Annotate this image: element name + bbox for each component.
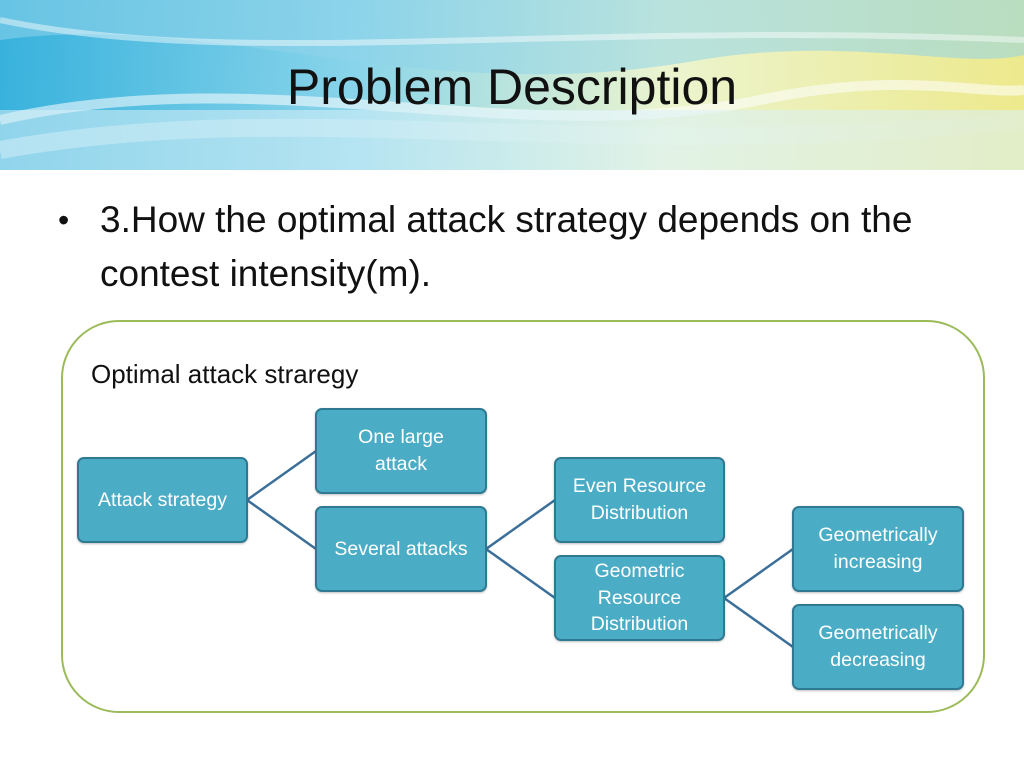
node-several-attacks: Several attacks	[315, 506, 487, 592]
diagram-title: Optimal attack straregy	[91, 359, 359, 389]
page-title: Problem Description	[286, 59, 738, 115]
node-geometrically-decreasing: Geometrically decreasing	[792, 604, 964, 690]
node-geometrically-increasing: Geometrically increasing	[792, 506, 964, 592]
node-one-large-attack: One large attack	[315, 408, 487, 494]
node-label: Geometrically increasing	[818, 524, 938, 573]
node-even-resource-distribution: Even Resource Distribution	[554, 457, 725, 543]
node-geometric-resource-distribution: Geometric Resource Distribution	[554, 555, 725, 641]
node-label: One large attack	[358, 426, 444, 475]
banner-decoration	[0, 0, 1024, 170]
node-label: Geometric Resource Distribution	[590, 559, 689, 636]
header-banner: Problem Description	[0, 0, 1024, 170]
node-label: Geometrically decreasing	[818, 622, 938, 671]
node-label: Attack strategy	[98, 488, 227, 511]
node-label: Several attacks	[334, 537, 468, 560]
node-attack-strategy: Attack strategy	[77, 457, 248, 543]
node-label: Even Resource Distribution	[572, 475, 707, 524]
bullet-text: 3.How the optimal attack strategy depend…	[100, 199, 913, 294]
bullet-marker: •	[58, 202, 70, 238]
